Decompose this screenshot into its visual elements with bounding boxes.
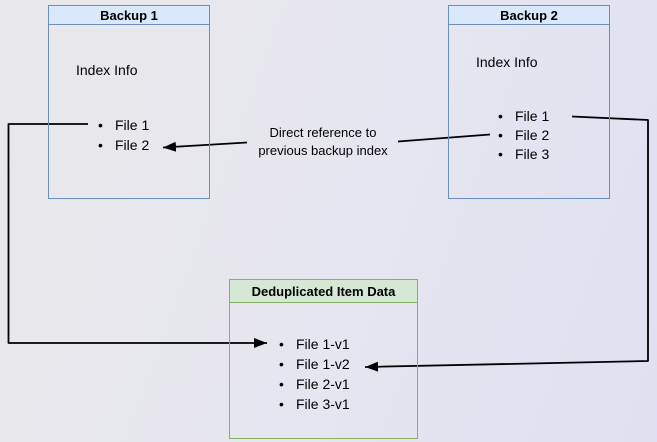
list-item-label: File 1-v2 [296, 356, 350, 372]
backup2-title: Backup 2 [500, 7, 558, 23]
backup2-index-info-label: Index Info [476, 54, 538, 70]
list-item: • File 1 [498, 106, 549, 125]
deduplicated-file-list: • File 1-v1 • File 1-v2 • File 2-v1 • File 3-v1 [279, 334, 350, 414]
list-item-label: File 1 [515, 107, 550, 124]
list-item-label: File 1-v1 [296, 336, 350, 352]
direct-reference-edge-label: Direct reference to previous backup inde… [258, 125, 388, 158]
list-item: • File 2 [98, 135, 149, 155]
list-item: • File 3 [498, 144, 549, 163]
list-item: • File 1-v2 [279, 354, 350, 374]
bullet-icon: • [498, 107, 503, 124]
backup2-file-list: • File 1 • File 2 • File 3 [498, 106, 549, 163]
list-item: • File 2-v1 [279, 374, 350, 394]
backup1-index-info-label: Index Info [76, 62, 138, 78]
list-item-label: File 2-v1 [296, 376, 350, 392]
list-item-label: File 1 [115, 117, 150, 133]
list-item: • File 3-v1 [279, 394, 350, 414]
list-item: • File 1-v1 [279, 334, 350, 354]
list-item-label: File 2 [515, 126, 550, 143]
bullet-icon: • [279, 336, 284, 352]
backup2-box: Backup 2 [448, 5, 610, 199]
bullet-icon: • [98, 137, 103, 153]
list-item-label: File 3 [515, 145, 550, 162]
bullet-icon: • [279, 376, 284, 392]
list-item: • File 2 [498, 125, 549, 144]
bullet-icon: • [279, 356, 284, 372]
list-item-label: File 3-v1 [296, 396, 350, 412]
bullet-icon: • [279, 396, 284, 412]
list-item: • File 1 [98, 115, 149, 135]
backup1-header: Backup 1 [49, 6, 209, 25]
deduplicated-item-data-title: Deduplicated Item Data [251, 283, 396, 299]
bullet-icon: • [498, 126, 503, 143]
backup2-header: Backup 2 [449, 6, 609, 25]
bullet-icon: • [498, 145, 503, 162]
backup1-box: Backup 1 [48, 5, 210, 199]
backup1-file-list: • File 1 • File 2 [98, 115, 149, 155]
bullet-icon: • [98, 117, 103, 133]
list-item-label: File 2 [115, 137, 150, 153]
deduplicated-item-data-header: Deduplicated Item Data [230, 280, 417, 303]
arrow-direct-reference-right-segment [397, 133, 491, 143]
arrow-backup2-file1-to-dedup [364, 115, 649, 372]
deduplicated-item-data-box: Deduplicated Item Data [229, 279, 418, 439]
arrow-direct-reference-left-segment [162, 141, 248, 152]
backup1-title: Backup 1 [100, 7, 158, 23]
